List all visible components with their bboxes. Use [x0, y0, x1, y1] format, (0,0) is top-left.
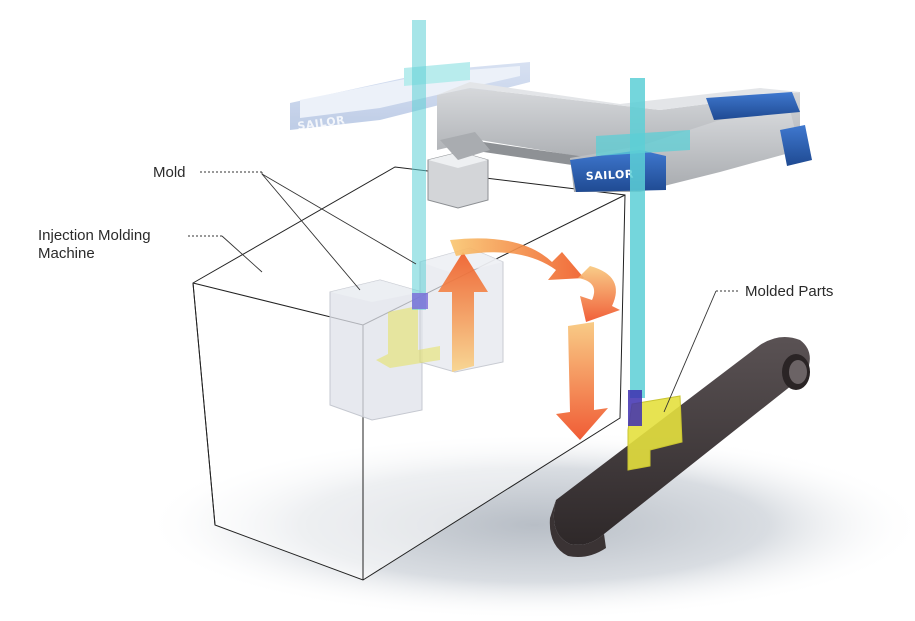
machine-label-line1: Injection Molding [38, 227, 151, 244]
arrow-up [438, 252, 488, 372]
arrow-curve [578, 266, 620, 322]
molded-parts-label: Molded Parts [745, 283, 834, 300]
mold-cavity-part [376, 306, 440, 368]
mold-blocks [329, 247, 504, 421]
motion-arrows [438, 238, 620, 440]
back-vertical-arm [412, 20, 426, 310]
carriage-block [427, 132, 490, 209]
arrow-right [450, 238, 584, 280]
machine-label-line2: Machine [38, 245, 95, 262]
leader-lines [188, 171, 738, 413]
mold-label: Mold [153, 164, 186, 181]
molded-part [627, 390, 683, 471]
back-gripper [412, 293, 428, 309]
arrow-down [556, 322, 608, 440]
brand-label-front: SAILOR [585, 168, 634, 183]
front-vertical-arm [596, 78, 690, 398]
